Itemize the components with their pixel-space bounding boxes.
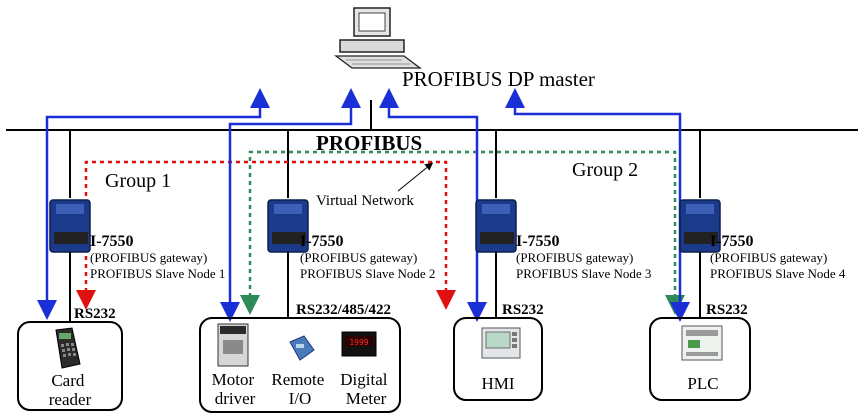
virtual-network-label: Virtual Network [316,193,414,209]
remote-io-line-2: I/O [289,389,312,408]
virtual-network-pointer [397,162,434,192]
gateway-3-node: PROFIBUS Slave Node 3 [516,266,651,281]
hmi-box [453,317,543,401]
computer-icon [334,7,422,69]
interface-label-3: RS232 [502,302,544,318]
group-2-label: Group 2 [572,159,638,181]
gateway-node-2: I-7550 (PROFIBUS gateway) PROFIBUS Slave… [267,199,435,281]
plc-icon [681,325,723,361]
gateway-1-type: (PROFIBUS gateway) [90,250,207,265]
card-reader-icon [55,327,81,369]
gateway-4-model: I-7550 [710,233,754,250]
gateway-4-type: (PROFIBUS gateway) [710,250,827,265]
digital-meter-label: Digital Meter [340,370,391,408]
gateway-node-4: I-7550 (PROFIBUS gateway) PROFIBUS Slave… [679,199,846,281]
motor-driver-icon [217,323,249,367]
plc-box [649,317,751,401]
remote-io-line-1: Remote [271,370,324,389]
digital-meter-icon [341,331,377,357]
card-reader-line-2: reader [49,390,92,409]
hmi-label: HMI [481,374,514,393]
digital-meter-line-2: Meter [346,389,387,408]
plc-label: PLC [687,374,718,393]
gateway-2-node: PROFIBUS Slave Node 2 [300,266,435,281]
motor-driver-line-1: Motor [212,370,255,389]
field-devices-box [199,317,401,413]
interface-label-4: RS232 [706,302,748,318]
card-reader-label: Card reader [49,371,92,409]
remote-io-label: Remote I/O [271,370,328,408]
interface-label-2: RS232/485/422 [296,302,391,318]
motor-driver-line-2: driver [215,389,256,408]
gateway-3-model: I-7550 [516,233,560,250]
digital-meter-reading: 1999 [349,338,368,347]
card-reader-box [17,321,123,411]
card-reader-line-1: Card [51,371,85,390]
gateway-node-1: I-7550 (PROFIBUS gateway) PROFIBUS Slave… [49,199,225,281]
gateway-4-node: PROFIBUS Slave Node 4 [710,266,846,281]
hmi-icon [481,327,521,359]
master-label: PROFIBUS DP master [402,67,595,91]
blue-flow-motor-driver [220,88,361,322]
remote-io-icon [289,335,315,361]
gateway-2-model: I-7550 [300,233,344,250]
digital-meter-line-1: Digital [340,370,387,389]
gateway-node-3: I-7550 (PROFIBUS gateway) PROFIBUS Slave… [475,199,651,281]
group-1-label: Group 1 [105,170,171,192]
motor-driver-label: Motor driver [212,370,259,408]
gateway-1-model: I-7550 [90,233,134,250]
gateway-3-type: (PROFIBUS gateway) [516,250,633,265]
gateway-2-type: (PROFIBUS gateway) [300,250,417,265]
gateway-1-node: PROFIBUS Slave Node 1 [90,266,225,281]
interface-label-1: RS232 [74,306,116,322]
